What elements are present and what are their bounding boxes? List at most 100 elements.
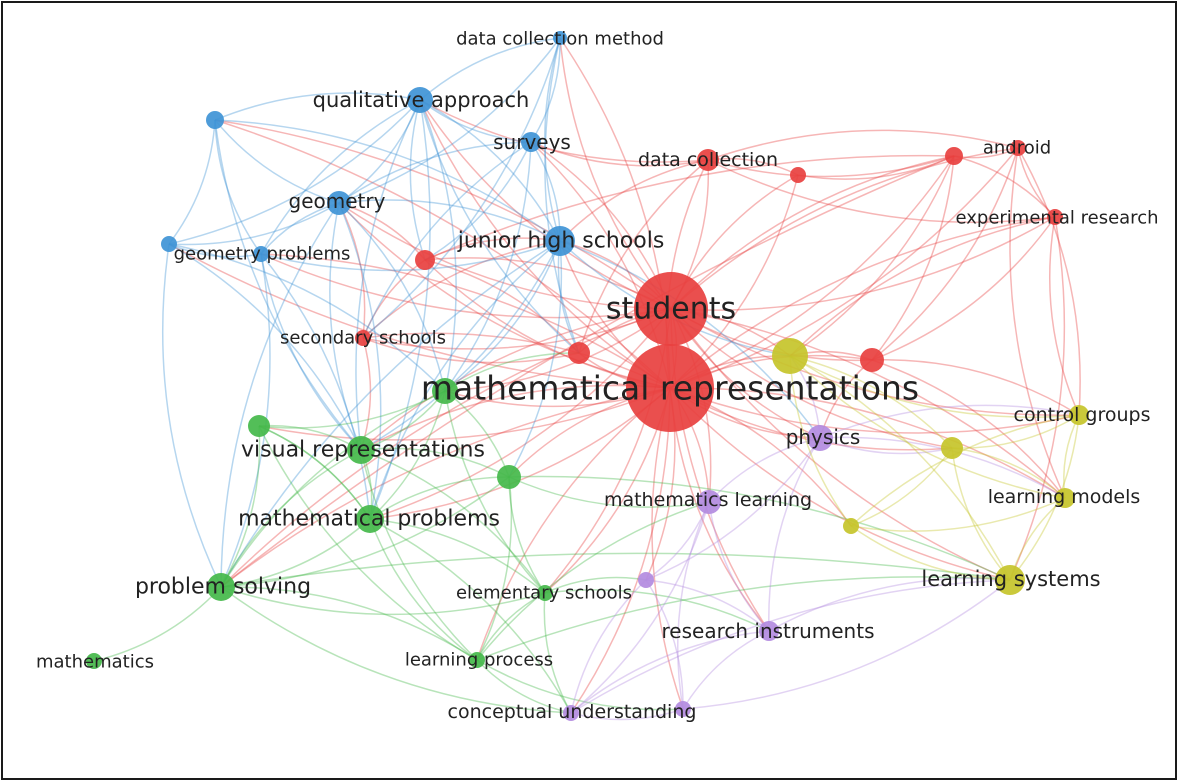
node-data-collection-method[interactable]	[553, 31, 567, 45]
network-edge	[570, 630, 770, 714]
network-edge	[360, 240, 561, 451]
node-physics[interactable]	[807, 425, 833, 451]
node-mathematical-problems[interactable]	[356, 505, 384, 533]
network-edge	[258, 387, 671, 441]
network-edge	[871, 359, 1080, 416]
label-qualitative-approach: qualitative approach	[313, 88, 530, 112]
network-edge	[419, 99, 672, 310]
network-edge	[369, 518, 546, 594]
network-edge	[338, 202, 382, 520]
node-purple-a[interactable]	[675, 701, 691, 717]
node-geometry[interactable]	[327, 191, 351, 215]
network-edge	[214, 119, 262, 255]
network-edge	[369, 518, 572, 714]
node-green-a[interactable]	[432, 378, 458, 404]
network-edge	[214, 119, 671, 389]
label-learning-models: learning models	[988, 486, 1141, 508]
network-edge	[707, 155, 955, 178]
node-blue-a[interactable]	[206, 111, 224, 129]
network-edge	[220, 552, 1011, 588]
node-red-c[interactable]	[568, 342, 590, 364]
node-elementary-schools[interactable]	[537, 585, 553, 601]
network-edge	[707, 159, 1056, 224]
network-edge	[329, 202, 362, 451]
node-research-instruments[interactable]	[759, 621, 779, 641]
network-edge	[362, 308, 672, 350]
node-red-a[interactable]	[415, 250, 435, 270]
node-yellow-a[interactable]	[772, 338, 808, 374]
network-edge	[559, 159, 709, 242]
node-red-b[interactable]	[945, 147, 963, 165]
label-physics: physics	[786, 425, 861, 449]
label-junior-high-schools: junior high schools	[457, 229, 665, 254]
network-edge	[355, 99, 421, 451]
network-edge	[260, 253, 371, 520]
network-edge	[258, 425, 478, 661]
node-android[interactable]	[1010, 140, 1026, 156]
label-data-collection: data collection	[638, 149, 778, 171]
network-edge	[419, 99, 709, 163]
node-blue-b[interactable]	[161, 236, 177, 252]
node-learning-systems[interactable]	[995, 565, 1025, 595]
network-edge	[871, 359, 1066, 499]
node-learning-models[interactable]	[1055, 488, 1075, 508]
node-learning-process[interactable]	[469, 652, 485, 668]
network-edge	[444, 352, 580, 392]
network-edge	[578, 159, 709, 354]
network-edge	[669, 387, 1011, 581]
network-edge	[871, 155, 955, 361]
network-edge	[424, 259, 580, 354]
label-learning-systems: learning systems	[921, 567, 1100, 591]
node-geometry-problems[interactable]	[253, 246, 269, 262]
network-edge	[570, 708, 684, 721]
node-experimental-research[interactable]	[1047, 209, 1063, 225]
network-edge	[951, 414, 1080, 449]
network-edge	[1017, 147, 1081, 416]
node-conceptual-understanding[interactable]	[563, 705, 579, 721]
network-edge	[708, 437, 821, 503]
label-mathematical-problems: mathematical problems	[238, 507, 500, 532]
network-edge	[670, 308, 1011, 581]
network-edge	[1009, 147, 1066, 499]
node-junior-high-schools[interactable]	[545, 226, 575, 256]
network-edge	[789, 355, 953, 449]
network-edge	[677, 501, 710, 710]
label-learning-process: learning process	[405, 650, 553, 671]
node-yellow-c[interactable]	[843, 518, 859, 534]
node-layer	[86, 31, 1089, 721]
node-students[interactable]	[634, 272, 708, 346]
node-mathematics[interactable]	[86, 653, 102, 669]
network-edge	[168, 99, 421, 245]
node-math-rep[interactable]	[626, 344, 714, 432]
network-edge	[369, 99, 431, 520]
network-edge	[214, 119, 672, 310]
node-green-b[interactable]	[497, 465, 521, 489]
node-surveys[interactable]	[521, 132, 541, 152]
node-visual-representations[interactable]	[347, 436, 375, 464]
node-yellow-b[interactable]	[941, 437, 963, 459]
network-edge	[789, 355, 1011, 581]
node-qualitative-approach[interactable]	[407, 87, 433, 113]
node-control-groups[interactable]	[1069, 405, 1089, 425]
node-green-c[interactable]	[248, 415, 270, 437]
network-edge	[93, 586, 222, 662]
node-secondary-schools[interactable]	[355, 330, 371, 346]
network-edge	[168, 119, 216, 245]
network-edge	[476, 501, 710, 661]
network-edge	[476, 576, 1011, 661]
network-edge	[476, 659, 684, 711]
network-edge	[789, 155, 955, 357]
node-red-d[interactable]	[790, 167, 806, 183]
node-mathematics-learning[interactable]	[697, 490, 721, 514]
network-edge	[871, 147, 1019, 361]
node-purple-b[interactable]	[638, 572, 654, 588]
network-edge	[220, 586, 478, 661]
node-problem-solving[interactable]	[207, 573, 235, 601]
node-data-collection[interactable]	[697, 149, 719, 171]
network-edge	[419, 99, 671, 389]
network-edge	[220, 390, 446, 588]
label-control-groups: control groups	[1014, 404, 1151, 426]
network-edge	[508, 240, 563, 478]
network-edge	[424, 141, 532, 261]
node-red-e[interactable]	[860, 348, 884, 372]
